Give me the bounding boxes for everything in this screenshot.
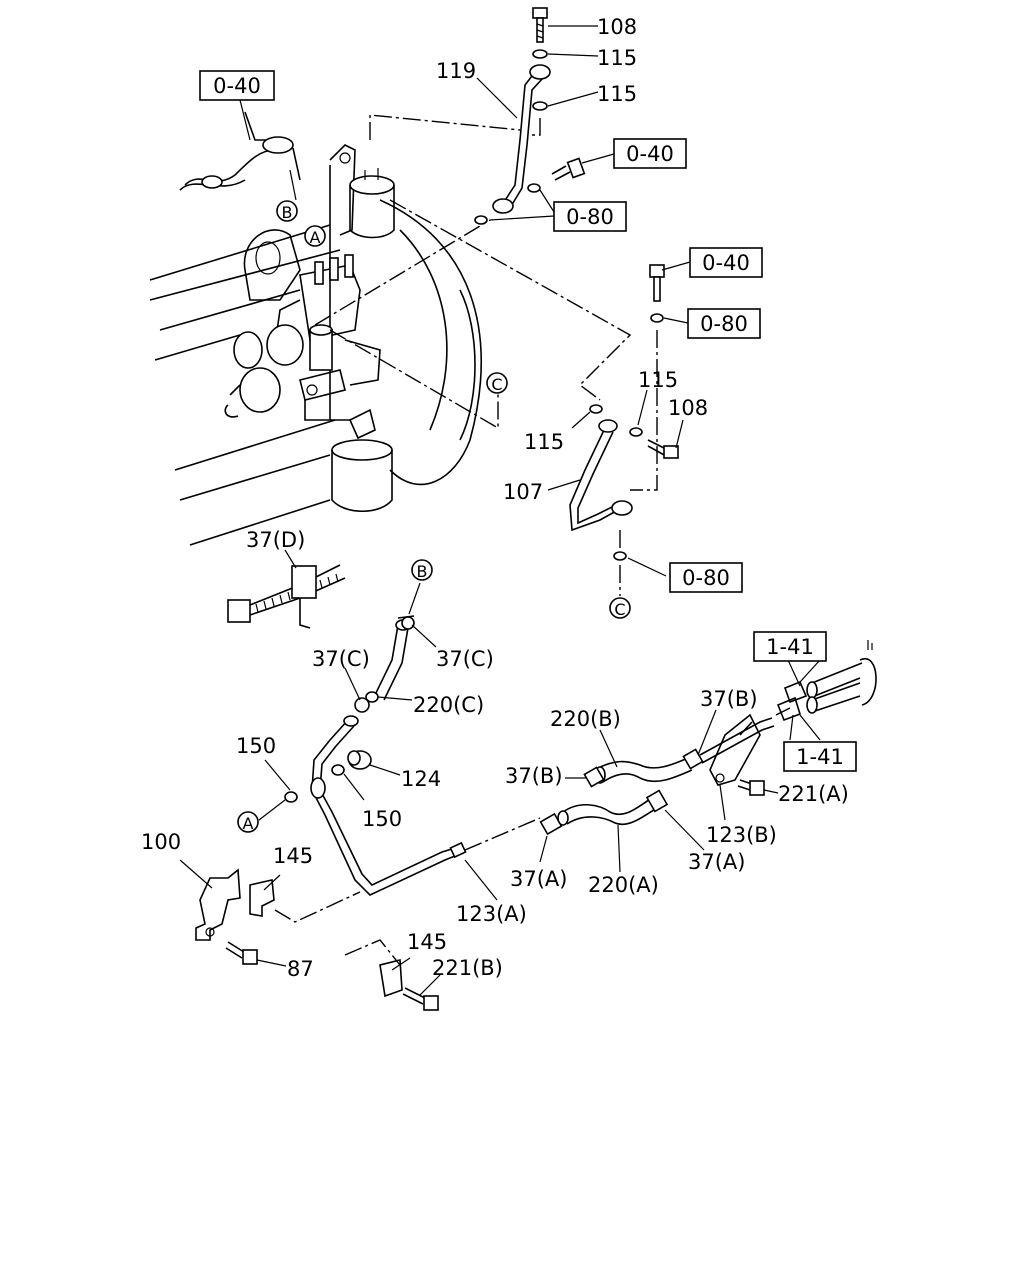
- hose-220a: [557, 797, 658, 826]
- washer-150-a: [284, 791, 298, 803]
- ref-box-0-40-b[interactable]: 0-40: [613, 138, 687, 169]
- label-145-upper[interactable]: 145: [273, 844, 313, 868]
- ref-1-41-a: 1-41: [766, 635, 814, 659]
- label-87[interactable]: 87: [287, 957, 314, 981]
- svg-text:C: C: [614, 600, 625, 619]
- pipe-107: [569, 419, 633, 532]
- label-221a[interactable]: 221(A): [778, 782, 849, 806]
- ref-box-0-80-b[interactable]: 0-80: [687, 308, 761, 339]
- label-37b-left[interactable]: 37(B): [505, 764, 563, 788]
- label-145-lower[interactable]: 145: [407, 930, 447, 954]
- ref-0-80-b: 0-80: [700, 312, 748, 336]
- label-37a-left[interactable]: 37(A): [510, 867, 567, 891]
- label-115-left[interactable]: 115: [524, 430, 564, 454]
- bracket-100: [195, 868, 241, 941]
- label-150-left[interactable]: 150: [236, 734, 276, 758]
- clip-145-upper: [249, 879, 275, 917]
- hose-220b: [594, 757, 693, 784]
- ref-0-40-a: 0-40: [213, 74, 261, 98]
- label-108-top[interactable]: 108: [597, 15, 637, 39]
- washer-115-right: [629, 427, 643, 437]
- bolt-221b: [402, 987, 439, 1011]
- washer-115-top: [532, 49, 548, 59]
- label-150-right[interactable]: 150: [362, 807, 402, 831]
- label-37a-right[interactable]: 37(A): [688, 850, 745, 874]
- ref-box-0-80-a[interactable]: 0-80: [553, 201, 627, 232]
- ref-0-40-c: 0-40: [702, 251, 750, 275]
- clip-37a-right: [645, 789, 669, 813]
- pipes-1-41: [776, 640, 877, 722]
- bolt-108-top: [532, 7, 548, 43]
- bolt-87: [225, 941, 258, 965]
- label-107[interactable]: 107: [503, 480, 543, 504]
- ref-1-41-b: 1-41: [796, 745, 844, 769]
- bolt-0-40-right: [649, 264, 665, 302]
- marker-a-top: A: [304, 225, 326, 247]
- ref-box-1-41-b[interactable]: 1-41: [783, 741, 857, 772]
- ref-box-0-40-c[interactable]: 0-40: [689, 247, 763, 278]
- hose-220c: [365, 619, 411, 703]
- bolt-108-right: [647, 439, 679, 459]
- ref-box-1-41-a[interactable]: 1-41: [753, 631, 827, 662]
- bolt-221a: [737, 779, 765, 796]
- label-100[interactable]: 100: [141, 830, 181, 854]
- label-124[interactable]: 124: [401, 767, 441, 791]
- svg-text:B: B: [417, 562, 428, 581]
- clip-37b-left: [583, 766, 605, 788]
- pipe-123a: [310, 715, 467, 896]
- ref-0-40-b: 0-40: [626, 142, 674, 166]
- marker-b-top: B: [276, 200, 298, 222]
- label-220a[interactable]: 220(A): [588, 873, 659, 897]
- harness-37d: [227, 564, 346, 629]
- label-123b[interactable]: 123(B): [706, 823, 777, 847]
- ref-0-80-a: 0-80: [566, 205, 614, 229]
- svg-text:B: B: [282, 203, 293, 222]
- washer-115-left: [589, 404, 603, 414]
- svg-text:A: A: [243, 814, 254, 833]
- label-115-top[interactable]: 115: [597, 46, 637, 70]
- label-37c-right[interactable]: 37(C): [436, 647, 494, 671]
- label-108-right[interactable]: 108: [668, 396, 708, 420]
- clip-145-lower: [379, 958, 403, 998]
- label-123a[interactable]: 123(A): [456, 902, 527, 926]
- marker-c-lower: C: [609, 597, 631, 619]
- label-115-right[interactable]: 115: [638, 368, 678, 392]
- marker-c-top: C: [486, 372, 508, 394]
- label-115-mid[interactable]: 115: [597, 82, 637, 106]
- label-37d[interactable]: 37(D): [246, 528, 305, 552]
- svg-text:A: A: [310, 228, 321, 247]
- label-221b[interactable]: 221(B): [432, 956, 503, 980]
- marker-a-lower: A: [237, 811, 259, 833]
- label-37b-right[interactable]: 37(B): [700, 687, 758, 711]
- label-37c-left[interactable]: 37(C): [312, 647, 370, 671]
- svg-text:C: C: [491, 375, 502, 394]
- ref-box-0-80-c[interactable]: 0-80: [669, 562, 743, 593]
- engine-illustration: [149, 111, 482, 546]
- label-220b[interactable]: 220(B): [550, 707, 621, 731]
- pipe-123b: [699, 713, 775, 786]
- bolt-0-40-mid: [551, 157, 586, 181]
- label-220c[interactable]: 220(C): [413, 693, 484, 717]
- nut-124: [347, 750, 372, 770]
- clip-37c-lower: [354, 697, 370, 713]
- washer-150-b: [331, 764, 345, 776]
- label-119[interactable]: 119: [436, 59, 476, 83]
- clip-37c-upper: [397, 615, 415, 630]
- ref-box-0-40-a[interactable]: 0-40: [199, 70, 275, 101]
- marker-b-lower: B: [411, 559, 433, 581]
- washer-115-mid: [532, 101, 548, 111]
- pipe-119: [492, 64, 551, 214]
- ref-0-80-c: 0-80: [682, 566, 730, 590]
